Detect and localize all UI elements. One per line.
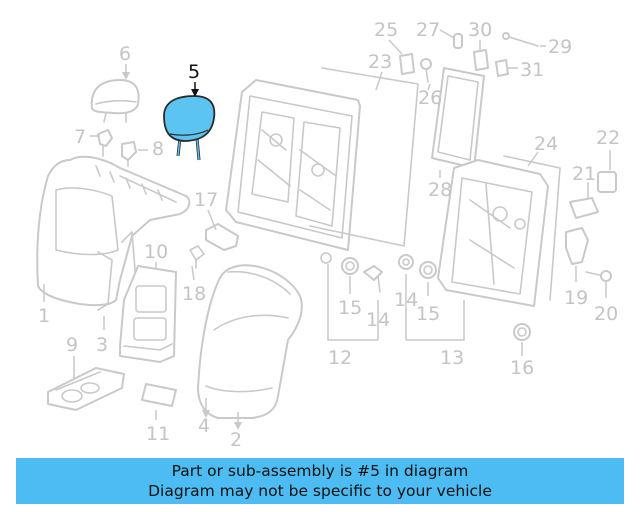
part-22-button — [597, 171, 617, 193]
callout-2: 2 — [230, 429, 242, 451]
part-2-seat-cushion — [197, 264, 303, 419]
callout-15b: 15 — [416, 303, 440, 325]
callout-4: 4 — [198, 415, 210, 437]
callout-19: 19 — [564, 287, 588, 309]
part-8-guide — [121, 141, 137, 167]
leader-lines — [43, 29, 611, 430]
part-9-cupholder — [47, 367, 125, 411]
callout-17: 17 — [194, 189, 218, 211]
callout-29: 29 — [548, 36, 572, 58]
callout-12: 12 — [328, 347, 352, 369]
part-25-clip — [399, 53, 415, 75]
part-31-clip — [495, 59, 509, 77]
part-24-back-panel-right — [503, 155, 561, 301]
part-20-bolt — [585, 270, 612, 282]
part-21-cover — [569, 197, 599, 219]
callout-30: 30 — [468, 19, 492, 41]
callout-31: 31 — [520, 59, 544, 81]
callout-21: 21 — [572, 163, 596, 185]
part-13-seat-back-frame-right — [437, 159, 549, 307]
part-29-rod — [502, 32, 539, 47]
callout-1: 1 — [38, 305, 50, 327]
callout-3: 3 — [96, 334, 108, 356]
part-7-clip — [97, 129, 113, 157]
callout-25: 25 — [374, 19, 398, 41]
part-15-bushing-a — [341, 257, 359, 275]
callout-10: 10 — [144, 241, 168, 263]
part-17-bracket — [205, 223, 239, 251]
part-16-grommet — [513, 323, 531, 341]
part-12-seat-back-frame — [225, 79, 361, 264]
part-11-trim — [141, 383, 177, 407]
callout-14a: 14 — [366, 309, 390, 331]
callout-8: 8 — [152, 138, 164, 160]
callout-labels: 5 6 7 8 1 3 10 9 11 4 2 17 18 15 14 12 1… — [38, 19, 620, 451]
part-30-bracket — [473, 49, 489, 71]
callout-5: 5 — [188, 61, 200, 83]
callout-16: 16 — [510, 357, 534, 379]
part-26-screw — [420, 58, 432, 83]
callout-22: 22 — [596, 127, 620, 149]
banner-line-2: Diagram may not be specific to your vehi… — [148, 482, 492, 500]
info-banner: Part or sub-assembly is #5 in diagram Di… — [16, 458, 624, 504]
callout-15a: 15 — [338, 297, 362, 319]
part-6-headrest — [90, 79, 140, 123]
part-14-bolt-b — [398, 254, 414, 270]
callout-13: 13 — [440, 347, 464, 369]
part-5-headrest-highlighted — [163, 95, 216, 161]
callout-11: 11 — [146, 423, 170, 445]
part-19-latch — [565, 227, 589, 265]
callout-27: 27 — [416, 19, 440, 41]
banner-line-1: Part or sub-assembly is #5 in diagram — [171, 462, 469, 480]
part-14-bolt-a — [363, 265, 383, 293]
part-15-bushing-b — [419, 261, 437, 279]
callout-24: 24 — [534, 133, 558, 155]
part-23-back-panel — [309, 67, 419, 247]
leader-5-highlight — [191, 82, 199, 97]
callout-9: 9 — [66, 334, 78, 356]
callout-23: 23 — [368, 51, 392, 73]
callout-26: 26 — [418, 87, 442, 109]
callout-28: 28 — [428, 179, 452, 201]
callout-7: 7 — [74, 126, 86, 148]
part-1-seat-back-cover — [36, 155, 191, 307]
part-10-armrest-frame — [119, 265, 177, 363]
callout-6: 6 — [119, 43, 131, 65]
callout-14b: 14 — [394, 289, 418, 311]
part-28-trim-frame — [431, 67, 485, 169]
callout-20: 20 — [594, 303, 618, 325]
callout-18: 18 — [182, 283, 206, 305]
part-18-clip — [189, 245, 205, 269]
part-27-pin — [453, 33, 463, 49]
